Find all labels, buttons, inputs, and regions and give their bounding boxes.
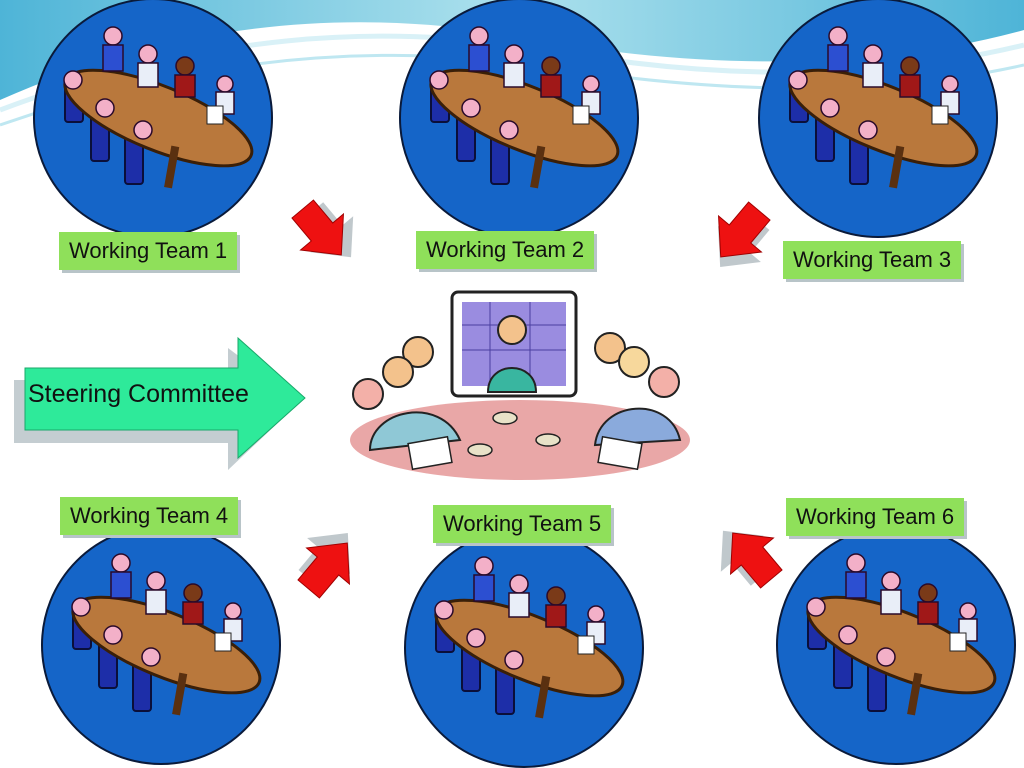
team-6-label: Working Team 6 [786,498,965,536]
team-5-label: Working Team 5 [433,505,612,543]
team-1-label: Working Team 1 [59,232,238,270]
team-2-label: Working Team 2 [416,231,595,269]
team-3-label: Working Team 3 [783,241,962,279]
steering-committee-label: Steering Committee [28,380,249,408]
team-4-label: Working Team 4 [60,497,239,535]
